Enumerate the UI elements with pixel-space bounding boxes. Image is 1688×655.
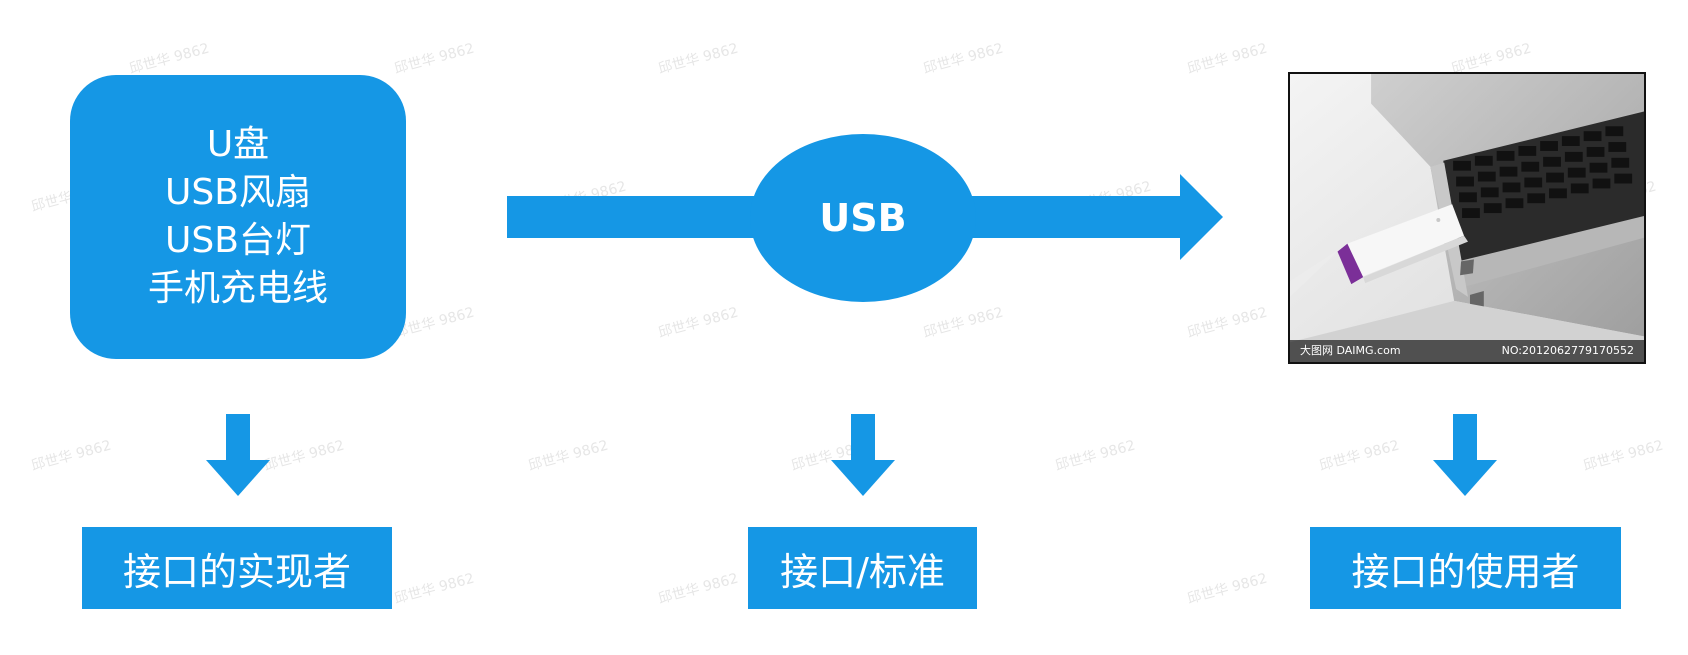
watermark: 邱世华 9862 xyxy=(1185,304,1270,342)
down-arrow-implementer xyxy=(206,414,270,496)
photo-caption-right: NO:2012062779170552 xyxy=(1501,344,1634,357)
watermark: 邱世华 9862 xyxy=(656,40,741,78)
down-arrow-icon xyxy=(831,414,895,496)
watermark: 邱世华 9862 xyxy=(392,570,477,608)
down-arrow-standard xyxy=(831,414,895,496)
watermark: 邱世华 9862 xyxy=(262,437,347,475)
down-arrow-icon xyxy=(206,414,270,496)
watermark: 邱世华 9862 xyxy=(127,40,212,78)
watermark: 邱世华 9862 xyxy=(921,40,1006,78)
implementers-box: U盘 USB风扇 USB台灯 手机充电线 xyxy=(70,75,406,359)
watermark: 邱世华 9862 xyxy=(656,304,741,342)
down-arrow-user xyxy=(1433,414,1497,496)
watermark: 邱世华 9862 xyxy=(921,304,1006,342)
implementer-label: 接口的实现者 xyxy=(82,527,392,609)
implementer-item: 手机充电线 xyxy=(147,268,328,309)
connector-arrow-head xyxy=(1180,174,1223,260)
watermark: 邱世华 9862 xyxy=(29,437,114,475)
watermark: 邱世华 9862 xyxy=(1053,437,1138,475)
usb-ellipse: USB xyxy=(750,134,976,302)
watermark: 邱世华 9862 xyxy=(1317,437,1402,475)
down-arrow-icon xyxy=(1433,414,1497,496)
watermark: 邱世华 9862 xyxy=(526,437,611,475)
implementer-item: USB台灯 xyxy=(165,220,311,261)
laptop-usb-photo: 大图网 DAIMG.com NO:2012062779170552 xyxy=(1288,72,1646,364)
user-label: 接口的使用者 xyxy=(1310,527,1621,609)
usb-label: USB xyxy=(819,196,907,240)
photo-caption-left: 大图网 DAIMG.com xyxy=(1300,344,1401,357)
photo-caption: 大图网 DAIMG.com NO:2012062779170552 xyxy=(1290,340,1644,362)
watermark: 邱世华 9862 xyxy=(1185,570,1270,608)
watermark: 邱世华 9862 xyxy=(1581,437,1666,475)
watermark: 邱世华 9862 xyxy=(656,570,741,608)
standard-label: 接口/标准 xyxy=(748,527,977,609)
laptop-usb-image xyxy=(1290,74,1644,362)
watermark: 邱世华 9862 xyxy=(1185,40,1270,78)
watermark: 邱世华 9862 xyxy=(392,40,477,78)
implementer-item: U盘 xyxy=(206,124,270,165)
implementer-item: USB风扇 xyxy=(165,172,311,213)
